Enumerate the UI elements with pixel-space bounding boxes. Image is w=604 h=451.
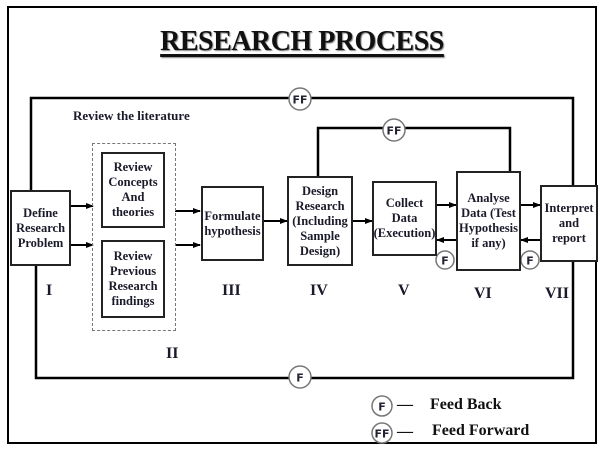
legend-fb-dash: —: [397, 396, 413, 413]
step-analyse-data: Analyse Data (Test Hypothesis if any): [456, 171, 521, 271]
numeral-I: I: [46, 282, 53, 299]
diagram-title: RESEARCH PROCESS: [160, 26, 444, 57]
numeral-V: V: [398, 282, 410, 299]
ff-marker-outer: FF: [288, 87, 312, 111]
fb-marker-analyse: F: [520, 250, 540, 270]
svg-text:F: F: [526, 255, 534, 268]
ff-marker-inner: FF: [382, 118, 406, 142]
numeral-VII: VII: [545, 285, 570, 302]
numeral-II: II: [166, 345, 179, 362]
ff-loop-inner: [316, 126, 512, 185]
numeral-IV: IV: [310, 282, 328, 299]
svg-text:FF: FF: [374, 428, 389, 441]
step-formulate-hypothesis: Formulate hypothesis: [201, 186, 264, 261]
step-collect-data: Collect Data (Execution): [372, 181, 437, 256]
svg-text:F: F: [441, 255, 449, 268]
legend-fb-label: Feed Back: [430, 396, 502, 413]
step-define-research-problem: Define Research Problem: [10, 190, 71, 266]
review-literature-label: Review the literature: [73, 108, 190, 123]
svg-text:F: F: [378, 401, 386, 414]
literature-review-group: [92, 143, 176, 331]
legend-ff-symbol: FF: [371, 422, 393, 444]
fb-marker-outer: F: [288, 365, 312, 389]
svg-text:FF: FF: [292, 94, 307, 107]
legend-ff-label: Feed Forward: [432, 422, 530, 439]
legend-fb-symbol: F: [371, 395, 393, 417]
fb-marker-collect: F: [435, 250, 455, 270]
step-interpret-report: Interpret and report: [540, 185, 598, 262]
numeral-III: III: [222, 282, 241, 299]
step-design-research: Design Research (Including Sample Design…: [287, 176, 353, 266]
legend-ff-dash: —: [397, 423, 413, 440]
svg-text:F: F: [296, 372, 304, 385]
svg-text:FF: FF: [386, 125, 401, 138]
step-review-previous-findings: Review Previous Research findings: [101, 240, 165, 318]
numeral-VI: VI: [474, 285, 492, 302]
step-review-concepts: Review Concepts And theories: [101, 152, 165, 228]
